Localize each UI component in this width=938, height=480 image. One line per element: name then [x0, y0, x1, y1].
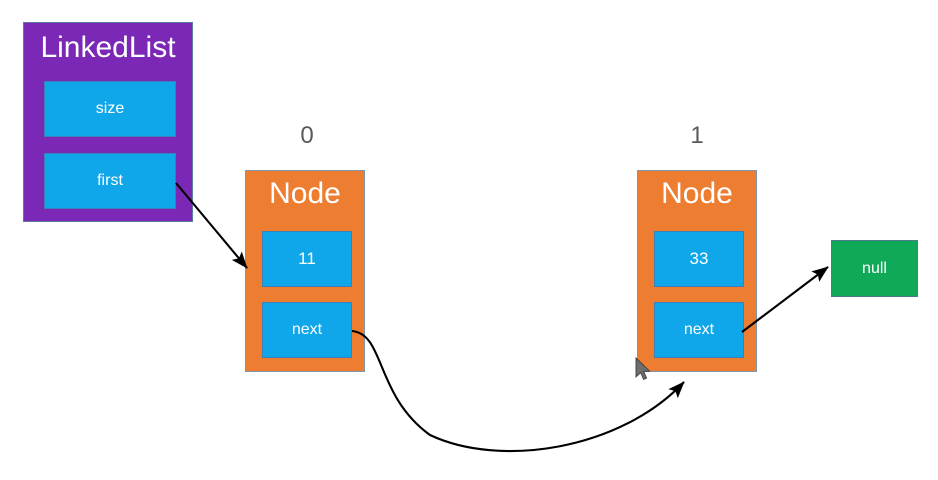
linkedlist-field-size: size	[44, 81, 176, 137]
node-1-next-label: next	[683, 321, 715, 338]
node-1-value-field: 33	[654, 231, 744, 287]
linkedlist-field-first: first	[44, 153, 176, 209]
node-1-class-label: Node	[661, 177, 733, 210]
node-index-label-1: 1	[690, 122, 704, 149]
linkedlist-field-first-label: first	[97, 172, 123, 189]
linkedlist-object-box: LinkedList size first	[23, 22, 193, 222]
linkedlist-field-size-label: size	[95, 100, 125, 117]
arrow-node-0-to-node-1	[351, 329, 685, 453]
node-1-next-field: next	[654, 302, 744, 358]
node-index-label-0: 0	[300, 122, 314, 149]
node-0-next-field: next	[262, 302, 352, 358]
node-0-value-field: 11	[262, 231, 352, 287]
node-1-value-label: 33	[689, 249, 709, 268]
node-0-next-label: next	[291, 321, 323, 338]
null-terminator-box: null	[831, 240, 918, 297]
node-0-value-label: 11	[298, 249, 316, 268]
linkedlist-class-label: LinkedList	[40, 31, 176, 64]
node-0-class-label: Node	[269, 177, 341, 210]
null-terminator-label: null	[862, 259, 887, 277]
node-box-0: Node 11 next	[245, 170, 365, 372]
node-box-1: Node 33 next	[637, 170, 757, 372]
